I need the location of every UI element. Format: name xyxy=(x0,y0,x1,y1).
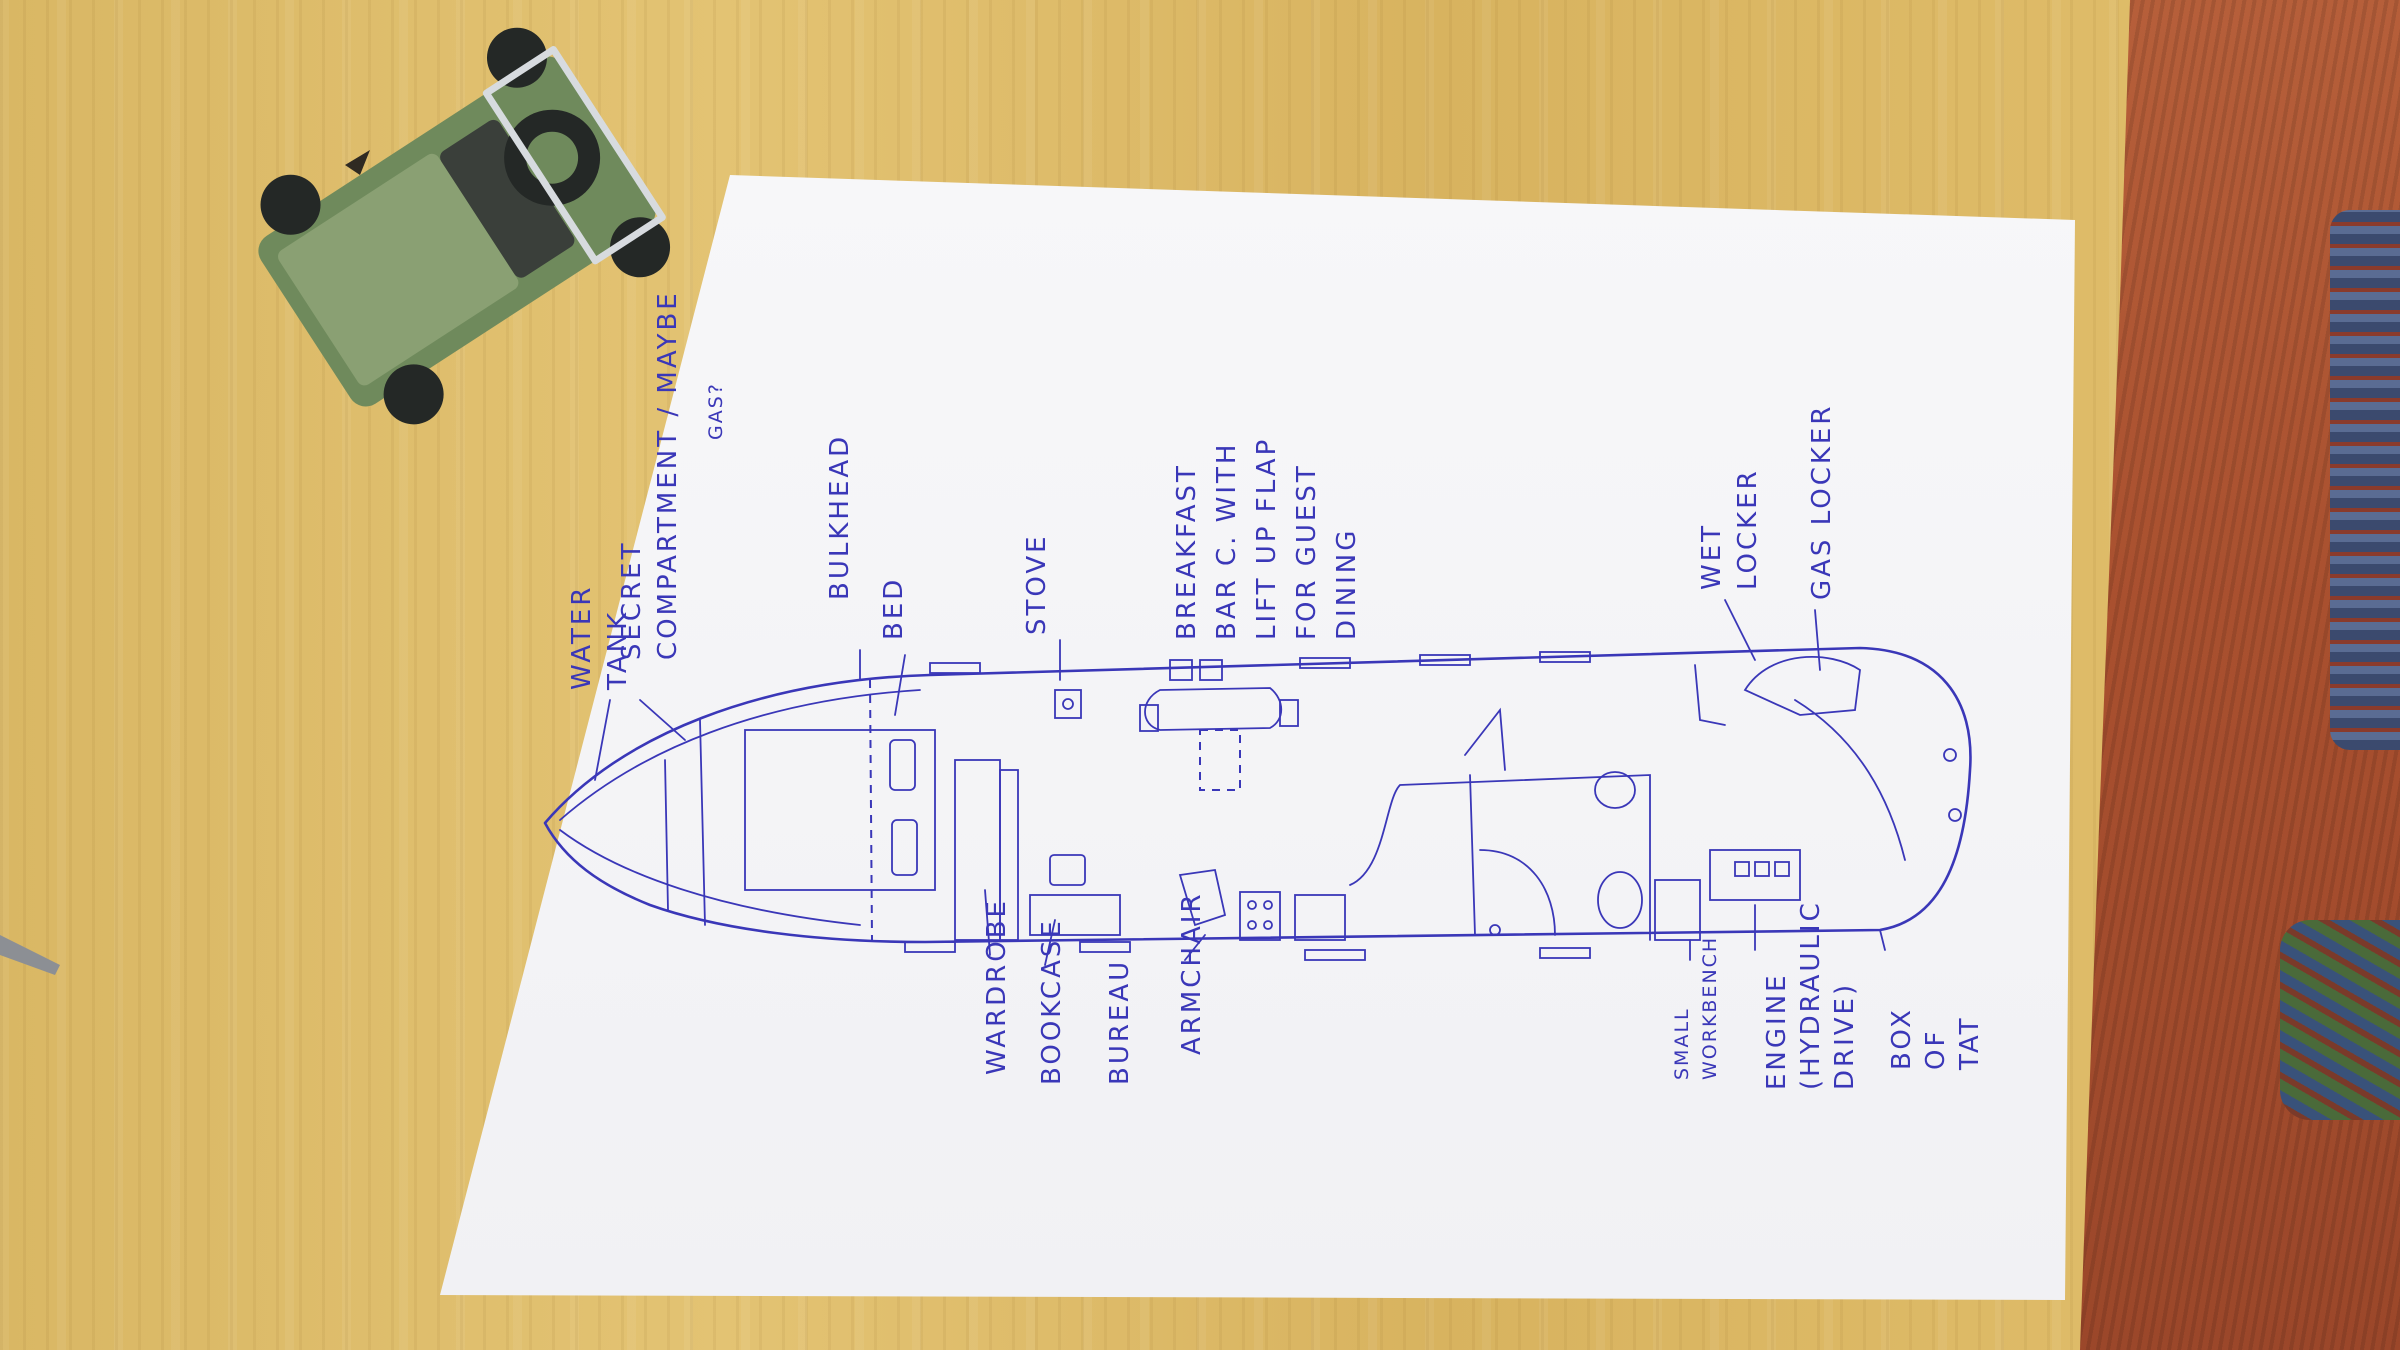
wet-locker-label: WET LOCKER xyxy=(1697,468,1763,590)
breakfast-bar-label: BREAKFAST BAR C. WITH LIFT UP FLAP FOR G… xyxy=(1172,425,1362,640)
bar-stool xyxy=(1139,704,1159,732)
bureau-chair xyxy=(1049,854,1086,886)
bar-stool xyxy=(1169,659,1193,681)
window xyxy=(1539,947,1591,959)
paper-sheet xyxy=(440,175,2075,1300)
window xyxy=(904,941,956,953)
gas-locker xyxy=(1743,655,1861,716)
bar-stool xyxy=(1279,699,1299,727)
windscreen-frame xyxy=(482,46,666,265)
bar-stool xyxy=(1199,659,1223,681)
arrow xyxy=(1814,609,1821,671)
arrow xyxy=(894,654,906,716)
window xyxy=(1539,651,1591,663)
toy-seats xyxy=(440,119,575,278)
window xyxy=(1299,657,1351,669)
hull-inner-line xyxy=(559,829,861,926)
stern-fitting xyxy=(1948,808,1962,822)
secret-compartment-label: SECRET COMPARTMENT / MAYBE xyxy=(617,290,683,660)
window xyxy=(1419,654,1471,666)
arrow xyxy=(1724,599,1756,661)
small-workbench xyxy=(1654,879,1701,941)
arrow xyxy=(1184,934,1206,961)
wet-locker xyxy=(1694,664,1726,726)
bureau-label: BUREAU xyxy=(1105,959,1135,1085)
toy-wheel xyxy=(260,174,321,235)
toy-cargo-bed xyxy=(278,153,519,386)
engine-label: ENGINE (HYDRAULIC DRIVE) xyxy=(1762,889,1860,1090)
bathroom-wall xyxy=(1349,774,1651,941)
bed-pillow xyxy=(889,739,916,791)
water-tank-partition xyxy=(664,759,669,911)
arrow xyxy=(594,699,611,781)
basin xyxy=(1594,771,1636,809)
bookcase xyxy=(1029,894,1121,936)
plaid-fabric-lower xyxy=(2280,920,2400,1120)
hull-outline xyxy=(543,646,1972,944)
lift-up-flap xyxy=(1199,729,1241,791)
bed xyxy=(744,729,936,891)
arrow xyxy=(1044,919,1056,966)
arrow xyxy=(984,889,991,956)
water-tank-label: WATER TANK xyxy=(567,573,633,691)
window xyxy=(1304,949,1366,961)
plaid-fabric xyxy=(2330,210,2400,750)
maybe-gas-label: GAS? xyxy=(705,382,727,440)
stove-label: STOVE xyxy=(1022,533,1052,635)
bathroom-partition xyxy=(1469,774,1476,936)
arrow xyxy=(1879,929,1886,951)
bookcase-label: BOOKCASE xyxy=(1037,918,1067,1085)
bed-pillow xyxy=(891,819,918,876)
armchair xyxy=(1178,868,1227,927)
window xyxy=(929,662,981,674)
hob xyxy=(1239,891,1281,941)
secret-compartment-partition xyxy=(699,719,706,926)
bed-label: BED xyxy=(879,577,909,640)
bulkhead-line xyxy=(869,679,873,941)
engine xyxy=(1709,849,1801,901)
shower-curve xyxy=(1479,849,1556,936)
toy-wheel xyxy=(486,27,547,88)
hull-inner-line xyxy=(559,689,921,821)
bathroom-door xyxy=(1464,707,1506,771)
toilet xyxy=(1597,871,1643,929)
stern-fitting xyxy=(1943,748,1957,762)
toy-wheel xyxy=(383,364,444,425)
wardrobe-label: WARDROBE xyxy=(982,898,1012,1075)
sink xyxy=(1294,894,1346,941)
stove xyxy=(1054,689,1082,719)
small-workbench-label: SMALL WORKBENCH xyxy=(1671,936,1721,1080)
window xyxy=(1079,941,1131,953)
stern-curve xyxy=(1794,699,1906,861)
toy-wheel xyxy=(610,217,671,278)
box-of-tat-label: BOX OF TAT xyxy=(1887,996,1985,1071)
armchair-label: ARMCHAIR xyxy=(1177,891,1207,1055)
bulkhead-label: BULKHEAD xyxy=(825,434,855,600)
arrow xyxy=(639,699,686,741)
gas-locker-label: GAS LOCKER xyxy=(1807,404,1837,600)
wardrobe-door xyxy=(999,769,1019,941)
